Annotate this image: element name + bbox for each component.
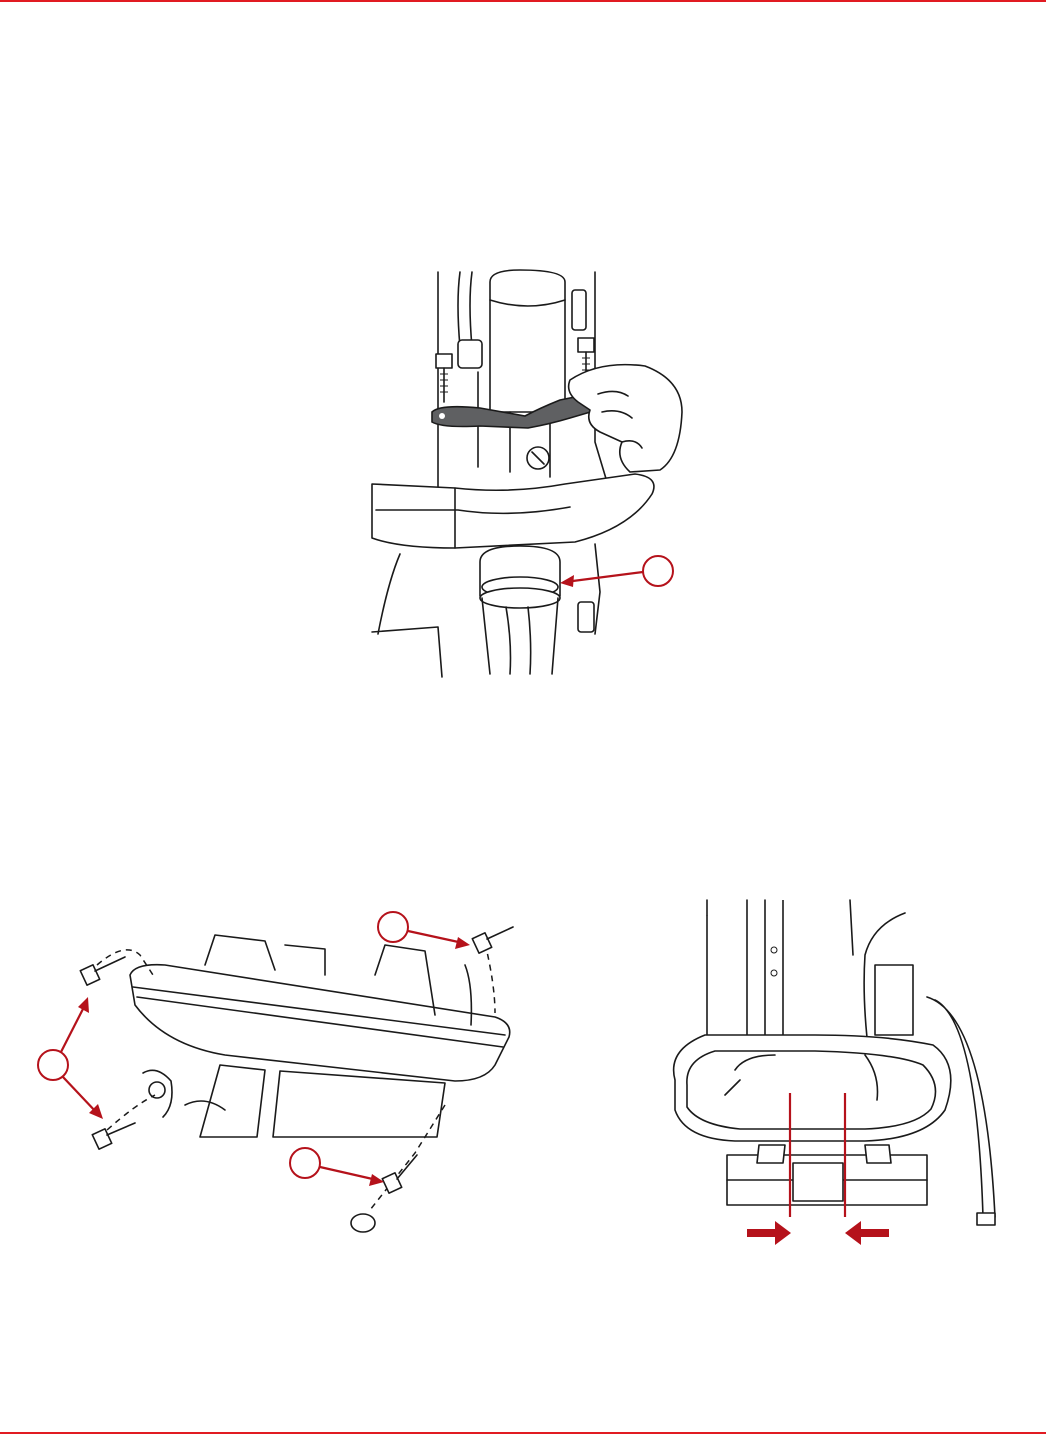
bolt-lower-right-icon — [382, 1155, 417, 1193]
bolt-upper-right-icon — [472, 927, 513, 953]
figure-top — [360, 262, 690, 682]
callout-top-right — [378, 912, 470, 949]
header-rule — [0, 0, 1046, 2]
cap-icon — [351, 1214, 375, 1232]
arrow-right-icon — [747, 1221, 791, 1245]
footer-rule — [0, 1432, 1046, 1434]
callout-left — [38, 997, 103, 1119]
bolt-lower-left-icon — [92, 1123, 135, 1149]
callout-1 — [560, 556, 673, 587]
figure-bottom-left — [25, 905, 535, 1245]
bolt-upper-left-icon — [80, 957, 125, 985]
callout-bottom-middle — [290, 1148, 384, 1186]
figure-bottom-right — [665, 895, 1010, 1245]
hand-icon — [569, 365, 682, 472]
arrow-left-icon — [845, 1221, 889, 1245]
